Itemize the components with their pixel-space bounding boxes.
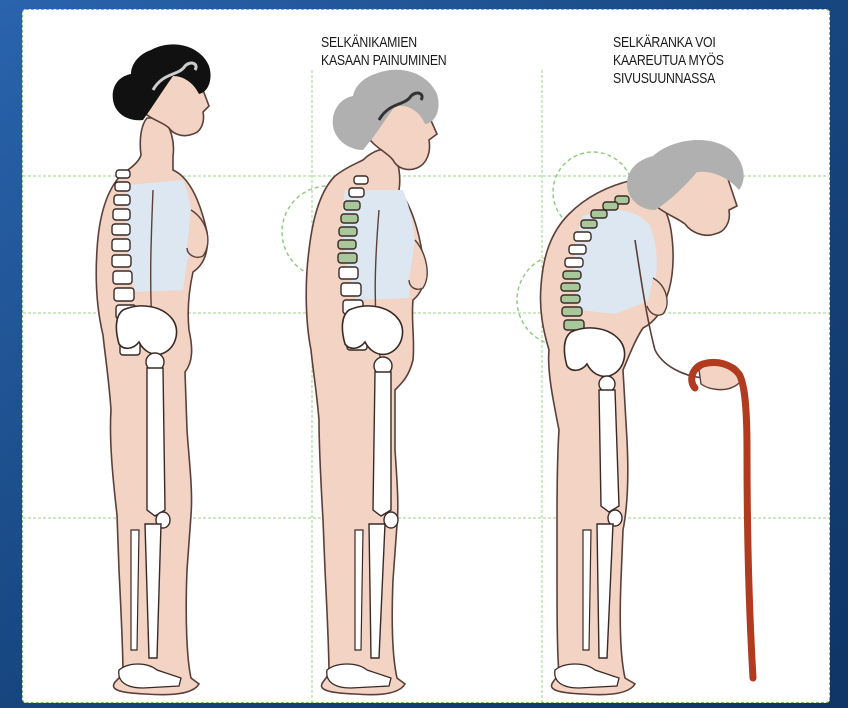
posture-illustration — [23, 10, 830, 703]
femur — [599, 390, 619, 512]
illustration-panel: SELKÄNIKAMIEN KASAAN PAINUMINEN SELKÄRAN… — [22, 9, 830, 703]
caption-line: SIVUSUUNNASSA — [613, 70, 724, 88]
chest-area — [125, 180, 192, 292]
pelvis — [116, 306, 176, 354]
femur — [147, 368, 165, 516]
figure-curved-spine — [517, 140, 753, 695]
caption-compressed-vertebrae: SELKÄNIKAMIEN KASAAN PAINUMINEN — [321, 34, 446, 70]
caption-line: SELKÄRANKA VOI — [613, 34, 724, 52]
pelvis — [564, 328, 624, 376]
fibula — [583, 530, 591, 650]
femur — [373, 372, 391, 516]
fibula — [355, 530, 363, 650]
figure-compressed-spine — [282, 70, 439, 695]
figure-young-woman — [96, 44, 210, 694]
fibula — [131, 530, 139, 650]
caption-line: KAAREUTUA MYÖS — [613, 52, 724, 70]
knee-cap — [384, 512, 398, 528]
pelvis — [342, 306, 402, 354]
caption-line: SELKÄNIKAMIEN — [321, 34, 446, 52]
cane — [692, 362, 753, 678]
caption-line: KASAAN PAINUMINEN — [321, 52, 446, 70]
caption-lateral-curvature: SELKÄRANKA VOI KAAREUTUA MYÖS SIVUSUUNNA… — [613, 34, 724, 88]
